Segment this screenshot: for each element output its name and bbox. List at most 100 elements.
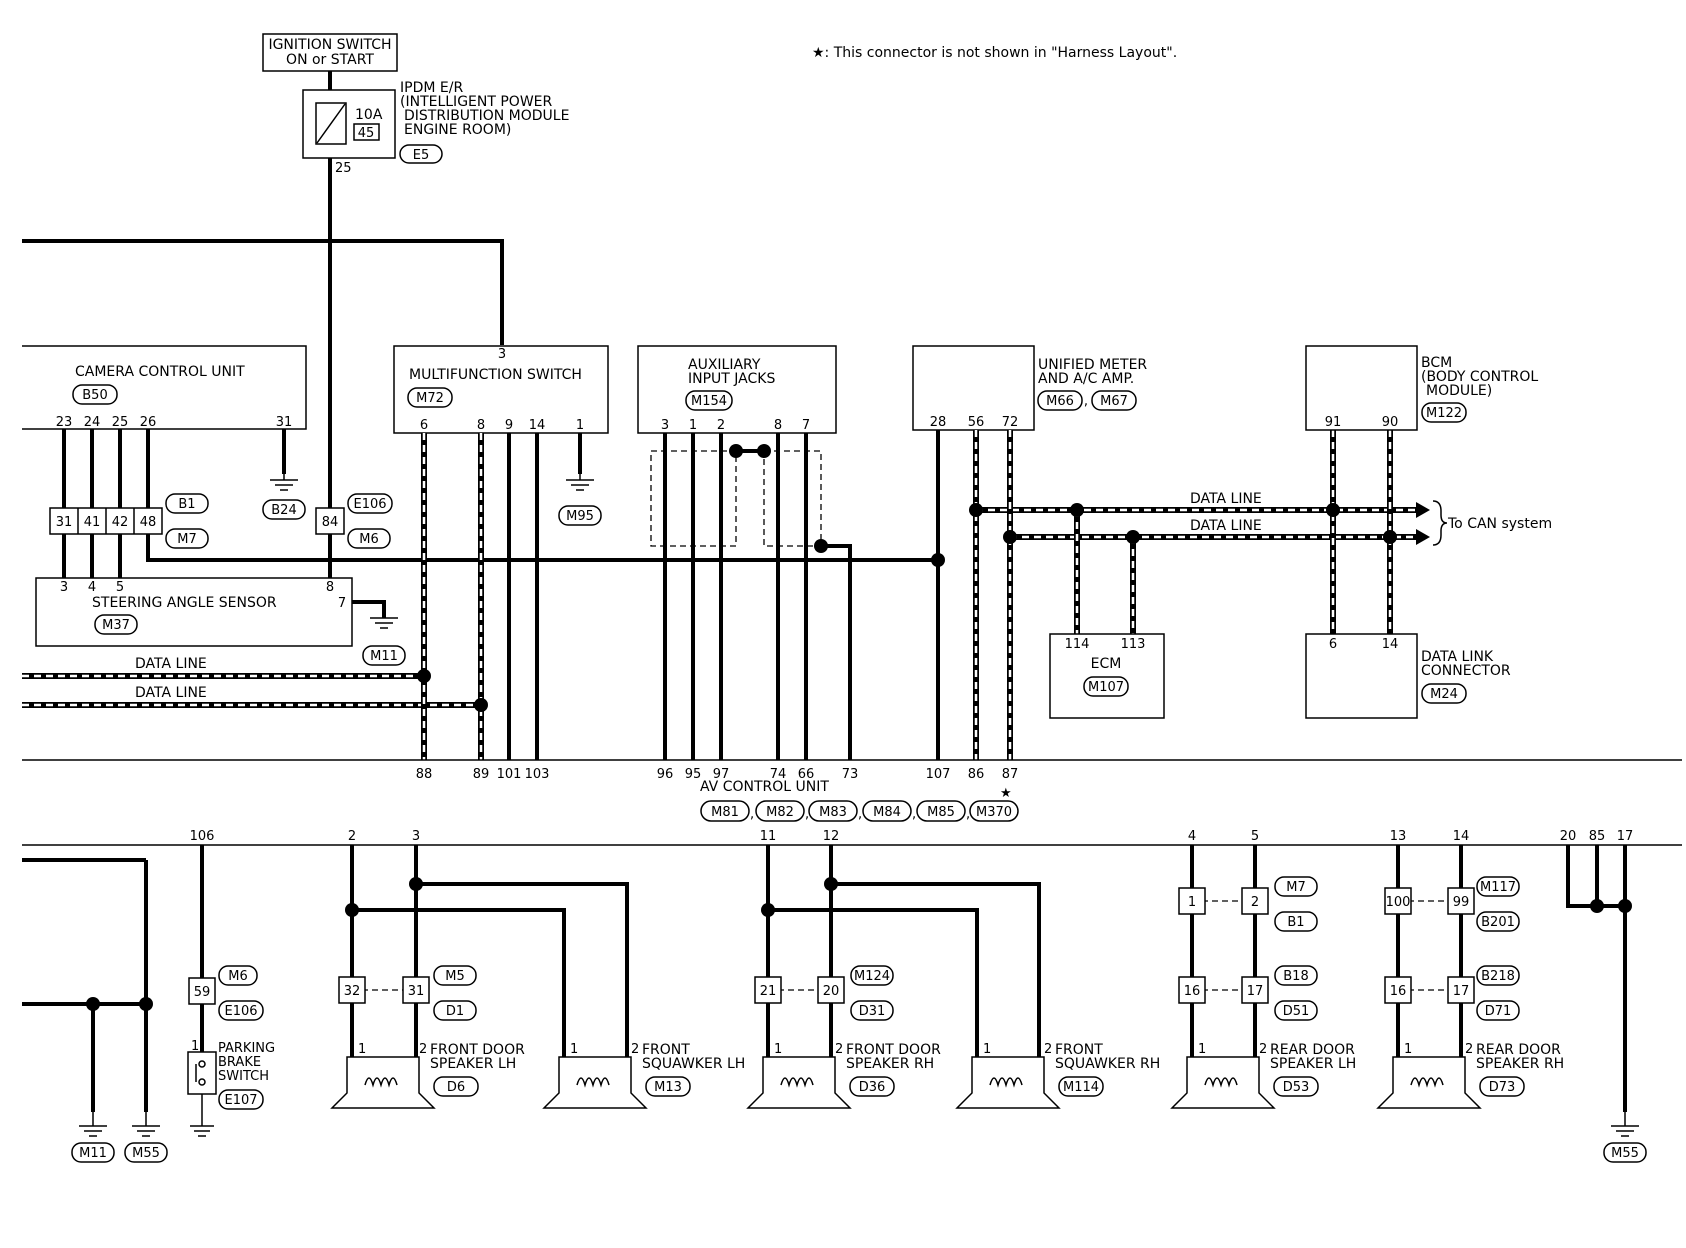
splice-gnd-r2 bbox=[1618, 899, 1632, 913]
rr-top-pin-b bbox=[1447, 887, 1475, 915]
splice-can-2 bbox=[1003, 530, 1017, 544]
fr-pair-tag-top bbox=[850, 965, 894, 986]
multifunction-connector: M72 bbox=[416, 391, 444, 406]
speaker-label-2: SPEAKER LH bbox=[430, 1056, 516, 1072]
switch-contact bbox=[198, 1060, 206, 1068]
ipdm-label-3: DISTRIBUTION MODULE bbox=[404, 108, 569, 124]
fr-pair-tag-bottom-label: D31 bbox=[859, 1004, 886, 1019]
speaker-body bbox=[542, 1056, 648, 1109]
rr-bot-pin-b bbox=[1447, 976, 1475, 1004]
can-data-line-label-2: DATA LINE bbox=[1190, 518, 1262, 534]
speaker-pin-2: 2 bbox=[1044, 1042, 1052, 1057]
av-connector-tag bbox=[916, 800, 966, 822]
speaker-connector-tag bbox=[1058, 1076, 1104, 1097]
unified-connector-1: M66 bbox=[1046, 394, 1074, 409]
multifunction-top-pin: 3 bbox=[498, 347, 506, 362]
rr-top-tag-bottom bbox=[1476, 911, 1520, 932]
av-connector: M84 bbox=[873, 805, 901, 820]
speaker-pin-1: 1 bbox=[983, 1042, 991, 1057]
inline-pin-bg bbox=[108, 512, 132, 530]
rl-top-pin-a bbox=[1178, 887, 1206, 915]
av-bottom-pin: 13 bbox=[1390, 829, 1407, 844]
fuse-number: 45 bbox=[358, 126, 375, 141]
data-link-connector bbox=[1305, 633, 1418, 719]
can-data-line-label-1: DATA LINE bbox=[1190, 491, 1262, 507]
speaker-connector-tag bbox=[645, 1076, 691, 1097]
switch-contact bbox=[198, 1078, 206, 1086]
connector-separator: , bbox=[805, 807, 809, 822]
speaker-pin-1: 1 bbox=[570, 1042, 578, 1057]
speaker-pin-1: 1 bbox=[774, 1042, 782, 1057]
mfs-pin-6: 6 bbox=[420, 418, 428, 433]
rl-top-tag-top-label: M7 bbox=[1286, 880, 1306, 895]
parking-pin: 1 bbox=[191, 1039, 199, 1054]
inline-e106-tag-label: E106 bbox=[353, 497, 386, 512]
ecm-pin-114: 114 bbox=[1065, 637, 1090, 652]
aux-pin-8: 8 bbox=[774, 418, 782, 433]
speaker-connector: D53 bbox=[1283, 1080, 1310, 1095]
camera-connector: B50 bbox=[82, 388, 107, 403]
can-bracket bbox=[1432, 500, 1448, 546]
aux-pin-3: 3 bbox=[661, 418, 669, 433]
fl-pair-pin-b bbox=[402, 976, 430, 1004]
steering-connector: M37 bbox=[102, 618, 130, 633]
speaker-pin-1: 1 bbox=[1404, 1042, 1412, 1057]
speaker-connector-tag bbox=[849, 1076, 895, 1097]
ground-b24: B24 bbox=[271, 503, 296, 518]
av-top-pin: 89 bbox=[473, 767, 490, 782]
inline-m7-tag bbox=[165, 528, 209, 549]
wire-steering-7-ground bbox=[352, 600, 386, 618]
splice-gnd-r1 bbox=[1590, 899, 1604, 913]
wire-cam-26-camera-signal bbox=[146, 429, 938, 562]
inline-b1-tag-label: B1 bbox=[178, 497, 195, 512]
ground-m55b: M55 bbox=[1611, 1146, 1639, 1161]
connector-separator: , bbox=[966, 807, 970, 822]
av-bottom-pin: 85 bbox=[1589, 829, 1606, 844]
dlc-pin-6: 6 bbox=[1329, 637, 1337, 652]
speaker-body bbox=[1170, 1056, 1276, 1109]
inline-b1-pin-31: 31 bbox=[56, 515, 73, 530]
aux-connector: M154 bbox=[691, 394, 727, 409]
rl-top-pin-b bbox=[1241, 887, 1269, 915]
ignition-label-2: ON or START bbox=[286, 52, 374, 68]
rl-top-pin-a-pin: 1 bbox=[1188, 895, 1196, 910]
parking-inline-pin: 59 bbox=[194, 985, 211, 1000]
splice-data-2 bbox=[474, 698, 488, 712]
ground-m55a-tag bbox=[124, 1142, 168, 1163]
speaker-coil-icon bbox=[989, 1077, 1023, 1088]
steering-angle-sensor bbox=[35, 577, 353, 647]
speaker-body bbox=[330, 1056, 436, 1109]
connector-separator: , bbox=[750, 807, 754, 822]
parking-connector: E107 bbox=[224, 1093, 257, 1108]
av-top-pin: 66 bbox=[798, 767, 815, 782]
av-connector-tag bbox=[808, 800, 858, 822]
wire-fsq-lh-pos bbox=[416, 882, 629, 1057]
speaker-coil-icon bbox=[780, 1077, 814, 1088]
av-connectors: M81,M82,M83,M84,M85,M370 bbox=[700, 800, 1019, 822]
splice-ground-2 bbox=[139, 997, 153, 1011]
ecm-pin-113: 113 bbox=[1121, 637, 1146, 652]
speaker-connector-tag bbox=[433, 1076, 479, 1097]
rl-bot-tag-top bbox=[1274, 965, 1318, 986]
multifunction-connector-tag bbox=[407, 387, 453, 408]
camera-pin-31: 31 bbox=[276, 415, 293, 430]
fr-pair-pin-b bbox=[817, 976, 845, 1004]
rr-bot-tag-bottom bbox=[1476, 1000, 1520, 1021]
speaker-coil-icon bbox=[576, 1077, 610, 1088]
av-top-pin: 95 bbox=[685, 767, 702, 782]
av-connector-tag bbox=[755, 800, 805, 822]
speaker-label-1: FRONT DOOR bbox=[846, 1042, 941, 1058]
fr-pair-pin-b-pin: 20 bbox=[823, 984, 840, 999]
bcm-label-3: MODULE) bbox=[1426, 383, 1492, 399]
inline-m7-tag-label: M7 bbox=[177, 532, 197, 547]
av-top-pin: 86 bbox=[968, 767, 985, 782]
av-connector: M82 bbox=[766, 805, 794, 820]
av-bottom-pin: 12 bbox=[823, 829, 840, 844]
av-top-pin: 103 bbox=[525, 767, 550, 782]
av-bottom-pin: 11 bbox=[760, 829, 777, 844]
inline-b1-pin-48: 48 bbox=[140, 515, 157, 530]
speaker-label-2: SQUAWKER LH bbox=[642, 1056, 745, 1072]
